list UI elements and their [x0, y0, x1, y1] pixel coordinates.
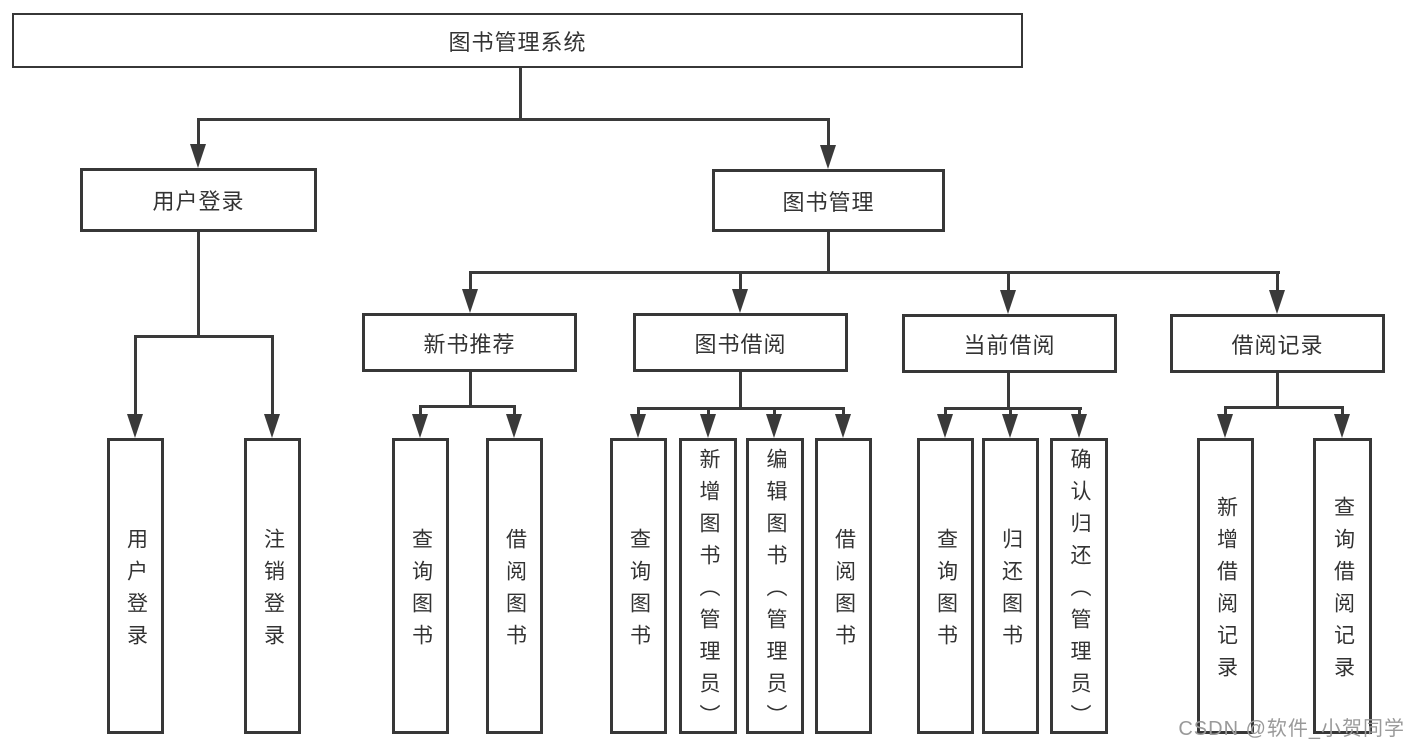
connector-line: [197, 232, 200, 335]
connector-line: [469, 271, 1280, 274]
leaf-label: 查询图书: [934, 527, 958, 656]
connector-line: [519, 68, 522, 118]
node-book-borrow: 图书借阅: [633, 313, 848, 372]
node-user-login: 用户登录: [80, 168, 317, 232]
leaf-recommend-borrow-books: 借阅图书: [486, 438, 543, 734]
connector-line: [707, 407, 710, 416]
leaf-logout: 注销登录: [244, 438, 301, 734]
connector-line: [419, 405, 516, 408]
connector-line: [1224, 406, 1344, 409]
leaf-label: 归还图书: [999, 527, 1023, 656]
leaf-confirm-return-admin: 确认归还（管理员）: [1050, 438, 1108, 736]
node-label: 图书借阅: [694, 331, 787, 357]
leaf-label: 查询图书: [627, 527, 651, 656]
arrow-down-icon: [820, 145, 836, 169]
node-new-book-recommend: 新书推荐: [362, 313, 577, 372]
connector-line: [197, 118, 200, 146]
connector-line: [1224, 406, 1227, 416]
leaf-label: 借阅图书: [832, 527, 856, 656]
connector-line: [197, 118, 830, 121]
connector-line: [513, 405, 516, 416]
connector-line: [637, 407, 845, 410]
leaf-borrow-books: 借阅图书: [815, 438, 872, 734]
leaf-label: 新增图书（管理员）: [697, 447, 720, 736]
leaf-edit-books-admin: 编辑图书（管理员）: [746, 438, 804, 736]
node-label: 新书推荐: [423, 331, 516, 357]
arrow-down-icon: [732, 289, 748, 313]
connector-line: [419, 405, 422, 416]
leaf-return-books: 归还图书: [982, 438, 1039, 734]
connector-line: [944, 407, 947, 416]
arrow-down-icon: [835, 414, 851, 438]
node-label: 当前借阅: [963, 332, 1056, 358]
arrow-down-icon: [127, 414, 143, 438]
connector-line: [637, 407, 640, 416]
connector-line: [271, 335, 274, 416]
connector-line: [842, 407, 845, 416]
leaf-label: 查询借阅记录: [1331, 495, 1355, 688]
leaf-current-query-books: 查询图书: [917, 438, 974, 734]
connector-line: [1276, 373, 1279, 406]
leaf-label: 借阅图书: [503, 527, 527, 656]
leaf-label: 编辑图书（管理员）: [764, 447, 787, 736]
connector-line: [1078, 407, 1081, 416]
connector-line: [1009, 407, 1012, 416]
leaf-add-books-admin: 新增图书（管理员）: [679, 438, 737, 736]
arrow-down-icon: [506, 414, 522, 438]
connector-line: [1007, 271, 1010, 291]
connector-line: [827, 118, 830, 147]
leaf-label: 用户登录: [124, 527, 148, 656]
node-label: 图书管理系统: [448, 29, 587, 55]
arrow-down-icon: [766, 414, 782, 438]
arrow-down-icon: [937, 414, 953, 438]
leaf-label: 查询图书: [409, 527, 433, 656]
leaf-add-borrow-record: 新增借阅记录: [1197, 438, 1254, 734]
leaf-borrow-query-books: 查询图书: [610, 438, 667, 734]
connector-line: [1276, 271, 1279, 291]
arrow-down-icon: [264, 414, 280, 438]
connector-line: [944, 407, 1082, 410]
connector-line: [1007, 373, 1010, 407]
node-label: 借阅记录: [1231, 332, 1324, 358]
leaf-label: 新增借阅记录: [1214, 495, 1238, 688]
csdn-watermark: CSDN @软件_小贺同学: [1178, 718, 1405, 740]
node-current-borrow: 当前借阅: [902, 314, 1117, 373]
arrow-down-icon: [630, 414, 646, 438]
connector-line: [469, 372, 472, 407]
arrow-down-icon: [190, 144, 206, 168]
connector-line: [134, 335, 274, 338]
arrow-down-icon: [1002, 414, 1018, 438]
arrow-down-icon: [700, 414, 716, 438]
arrow-down-icon: [1269, 290, 1285, 314]
leaf-query-borrow-record: 查询借阅记录: [1313, 438, 1372, 734]
leaf-user-login: 用户登录: [107, 438, 164, 734]
arrow-down-icon: [1071, 414, 1087, 438]
node-label: 用户登录: [152, 189, 245, 214]
arrow-down-icon: [1217, 414, 1233, 438]
connector-line: [134, 335, 137, 416]
connector-line: [739, 271, 742, 291]
node-label: 图书管理: [782, 189, 875, 215]
connector-line: [469, 271, 472, 291]
leaf-label: 注销登录: [261, 527, 285, 656]
leaf-recommend-query-books: 查询图书: [392, 438, 449, 734]
connector-line: [739, 372, 742, 407]
arrow-down-icon: [412, 414, 428, 438]
leaf-label: 确认归还（管理员）: [1068, 447, 1091, 736]
node-book-management: 图书管理: [712, 169, 945, 232]
arrow-down-icon: [1334, 414, 1350, 438]
connector-line: [1341, 406, 1344, 416]
arrow-down-icon: [1000, 290, 1016, 314]
arrow-down-icon: [462, 289, 478, 313]
node-system-root: 图书管理系统: [12, 13, 1023, 68]
connector-line: [773, 407, 776, 416]
node-borrow-records: 借阅记录: [1170, 314, 1385, 373]
connector-line: [827, 232, 830, 271]
